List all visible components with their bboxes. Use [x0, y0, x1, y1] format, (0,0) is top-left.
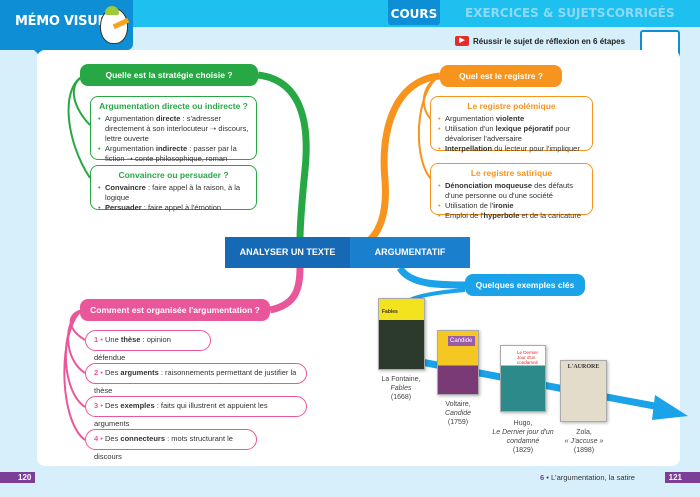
branch-registre-sub	[417, 75, 441, 181]
cover-title: Le Dernier Jour d'un condamné	[517, 350, 539, 365]
branch-strategy-sub	[67, 74, 91, 179]
list-item: Dénonciation moqueuse des défauts d'une …	[438, 181, 585, 201]
tab-exercices-sujets[interactable]: EXERCICES & SUJETS	[465, 6, 606, 20]
book-caption: Hugo,Le Dernier jour d'un condamné(1829)	[492, 420, 554, 454]
box-title: Le registre satirique	[470, 168, 553, 178]
organisation-item-2: 2 • Des arguments : raisonnements permet…	[85, 363, 307, 395]
branch-registre	[367, 72, 441, 243]
box-title: Convaincre ou persuader ?	[118, 170, 229, 180]
newspaper-laurore: L'AURORE	[560, 360, 607, 422]
organisation-item-4: 4 • Des connecteurs : mots structurant l…	[85, 429, 257, 461]
timeline-arrow-head-icon	[652, 395, 688, 420]
list-item: Utilisation d'un lexique péjoratif pour …	[438, 124, 585, 144]
branch-strategy	[257, 71, 310, 241]
cover-title: L'AURORE	[567, 364, 600, 370]
organisation-item-3: 3 • Des exemples : faits qui illustrent …	[85, 396, 307, 428]
registre-header: Quel est le registre ?	[440, 65, 562, 87]
list-item: Interpellation du lecteur pour l'impliqu…	[438, 144, 585, 154]
book-caption: La Fontaine,Fables(1668)	[381, 376, 421, 401]
center-node-right: ARGUMENTATIF	[350, 237, 470, 268]
exemples-header: Quelques exemples clés	[465, 274, 585, 296]
tab-corriges[interactable]: CORRIGÉS	[606, 6, 675, 20]
branch-exemples	[396, 265, 466, 289]
video-link[interactable]: ▶ Réussir le sujet de réflexion en 6 étap…	[455, 36, 625, 46]
book-cover-fables: Fables	[378, 298, 425, 370]
list-item: Argumentation directe : s'adresser direc…	[98, 114, 249, 144]
registre-box-polemique: Le registre polémique Argumentation viol…	[430, 96, 593, 154]
book-caption: Voltaire,Candide(1759)	[444, 401, 472, 426]
list-item: Argumentation indirecte : passer par la …	[98, 144, 249, 164]
tab-cours[interactable]: COURS	[388, 0, 440, 25]
mascot-bird-icon	[100, 6, 130, 44]
branch-organisation-sub	[64, 309, 86, 408]
strategy-header: Quelle est la stratégie choisie ?	[80, 64, 258, 86]
box-title: Argumentation directe ou indirecte ?	[99, 101, 248, 111]
branch-organisation	[269, 267, 304, 314]
list-item: Utilisation de l'ironie	[438, 201, 585, 211]
book-cover-candide: Candide	[437, 330, 479, 395]
cover-title: Fables	[382, 309, 398, 315]
memo-title: MÉMO VISUEL	[15, 14, 115, 29]
page-number-left: 120	[0, 472, 36, 483]
center-node-left: ANALYSER UN TEXTE	[225, 237, 350, 268]
organisation-item-1: 1 • Une thèse : opinion défendue	[85, 330, 211, 362]
video-play-icon: ▶	[455, 36, 469, 46]
list-item: Persuader : faire appel à l'émotion	[98, 203, 249, 213]
page-number-right: 121	[664, 472, 700, 483]
book-caption: Zola,« J'accuse »(1898)	[564, 429, 604, 454]
branch-organisation-sub	[63, 309, 86, 441]
cover-title: Candide	[448, 336, 475, 346]
video-label: Réussir le sujet de réflexion en 6 étape…	[473, 36, 626, 46]
chapter-label: 6 • L'argumentation, la satire	[540, 473, 635, 482]
list-item: Convaincre : faire appel à la raison, à …	[98, 183, 249, 203]
list-item: Emploi de l'hyperbole et de la caricatur…	[438, 211, 585, 221]
box-title: Le registre polémique	[467, 101, 556, 111]
list-item: Argumentation violente	[438, 114, 585, 124]
organisation-header: Comment est organisée l'argumentation ?	[80, 299, 270, 321]
book-cover-hugo: Le Dernier Jour d'un condamné	[500, 345, 546, 412]
strategy-box-convaincre: Convaincre ou persuader ? Convaincre : f…	[90, 165, 257, 213]
strategy-box-direct: Argumentation directe ou indirecte ? Arg…	[90, 96, 257, 163]
registre-box-satirique: Le registre satirique Dénonciation moque…	[430, 163, 593, 221]
